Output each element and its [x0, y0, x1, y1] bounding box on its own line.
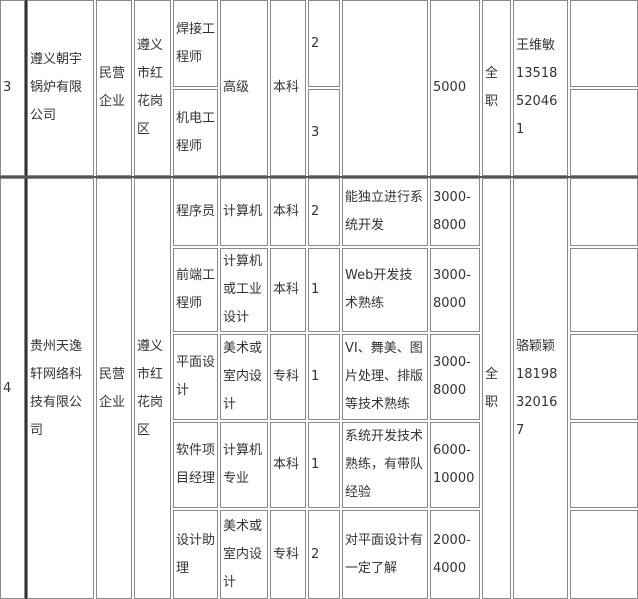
salary: 3000-8000 — [430, 178, 480, 246]
company-location: 遵义市红花岗区 — [134, 0, 171, 176]
position-title: 前端工程师 — [173, 248, 218, 332]
headcount: 1 — [308, 422, 340, 508]
column-divider — [25, 0, 27, 599]
company-nature: 民营企业 — [96, 178, 132, 599]
salary: 3000-8000 — [430, 334, 480, 420]
headcount: 1 — [308, 334, 340, 420]
company-location: 遵义市红花岗区 — [134, 178, 171, 599]
position-title: 程序员 — [173, 178, 218, 246]
row-divider — [0, 176, 638, 178]
requirement: 系统开发技术熟练，有带队经验 — [342, 422, 428, 508]
extra-cell — [570, 0, 638, 87]
headcount: 2 — [308, 178, 340, 246]
job-type: 全职 — [482, 0, 511, 176]
education: 本科 — [270, 0, 306, 176]
requirement: Web开发技术熟练 — [342, 248, 428, 332]
education: 本科 — [270, 248, 306, 332]
requirement: VI、舞美、图片处理、排版等技术熟练 — [342, 334, 428, 420]
company-name: 贵州天逸轩网络科技有限公司 — [27, 178, 94, 599]
major: 计算机专业 — [220, 422, 268, 508]
position-title: 平面设计 — [173, 334, 218, 420]
headcount: 1 — [308, 248, 340, 332]
extra-cell — [570, 422, 638, 508]
row-number: 4 — [0, 178, 25, 599]
education: 专科 — [270, 510, 306, 599]
salary: 3000-8000 — [430, 248, 480, 332]
extra-cell — [570, 178, 638, 246]
major: 计算机 — [220, 178, 268, 246]
contact: 王维敏 13518520461 — [513, 0, 568, 176]
extra-cell — [570, 248, 638, 332]
requirement: 对平面设计有一定了解 — [342, 510, 428, 599]
headcount: 2 — [308, 510, 340, 599]
company-name: 遵义朝宇锅炉有限公司 — [27, 0, 94, 176]
contact: 骆颖颖 18198320167 — [513, 178, 568, 599]
row-number: 3 — [0, 0, 25, 176]
job-type: 全职 — [482, 178, 511, 599]
salary: 2000-4000 — [430, 510, 480, 599]
requirement — [342, 0, 428, 176]
education: 本科 — [270, 178, 306, 246]
requirement: 能独立进行系统开发 — [342, 178, 428, 246]
position-title: 设计助理 — [173, 510, 218, 599]
position-title: 焊接工程师 — [173, 0, 218, 87]
position-level: 高级 — [220, 0, 268, 176]
headcount: 2 — [308, 0, 340, 87]
major: 计算机或工业设计 — [220, 248, 268, 332]
company-nature: 民营企业 — [96, 0, 132, 176]
extra-cell — [570, 510, 638, 599]
education: 本科 — [270, 422, 306, 508]
position-title: 机电工程师 — [173, 89, 218, 176]
extra-cell — [570, 89, 638, 176]
position-title: 软件项目经理 — [173, 422, 218, 508]
education: 专科 — [270, 334, 306, 420]
extra-cell — [570, 334, 638, 420]
salary: 6000-10000 — [430, 422, 480, 508]
major: 美术或室内设计 — [220, 510, 268, 599]
salary: 5000 — [430, 0, 480, 176]
major: 美术或室内设计 — [220, 334, 268, 420]
headcount: 3 — [308, 89, 340, 176]
